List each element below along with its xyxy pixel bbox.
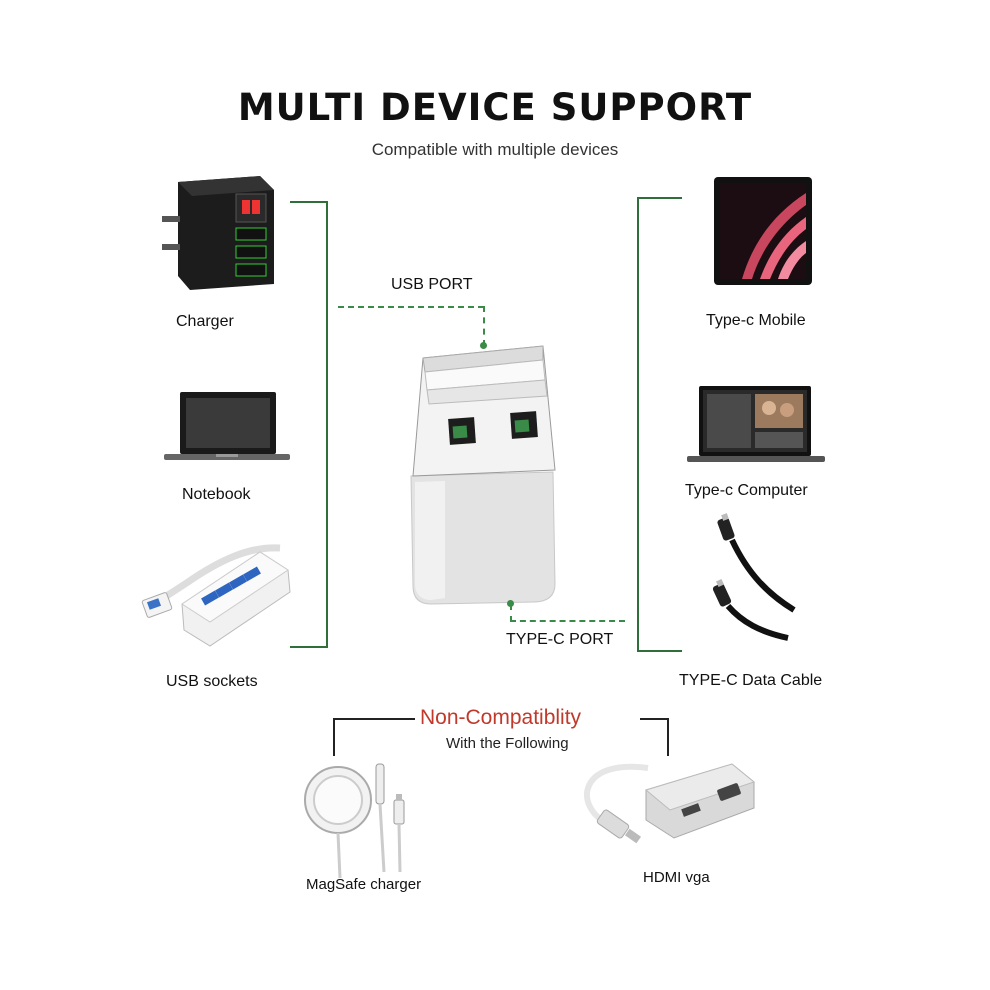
right-bracket-vertical	[637, 197, 639, 652]
left-bracket-top	[290, 201, 328, 203]
non-compat-bracket-right-vertical	[667, 718, 669, 756]
right-bracket-bottom	[637, 650, 682, 652]
hdmi-vga-adapter-icon	[578, 760, 758, 860]
non-compat-subtitle: With the Following	[446, 735, 569, 752]
device-label-type-c-data-cable: TYPE-C Data Cable	[679, 672, 823, 689]
laptop-display-icon	[687, 384, 825, 466]
left-bracket-vertical	[326, 201, 328, 648]
page-title: MULTI DEVICE SUPPORT	[237, 86, 753, 129]
usb-port-callout-dot	[480, 342, 487, 349]
right-bracket-top	[637, 197, 682, 199]
typec-port-label: TYPE-C PORT	[506, 631, 614, 648]
usb-hub-icon	[140, 530, 291, 650]
smartphone-icon	[712, 175, 814, 287]
non-compat-label-hdmi-vga: HDMI vga	[643, 869, 710, 886]
usb-port-label: USB PORT	[391, 276, 473, 293]
device-label-charger: Charger	[176, 313, 234, 330]
typec-port-callout-dot	[507, 600, 514, 607]
typec-port-callout-vertical	[510, 604, 512, 622]
device-label-type-c-mobile: Type-c Mobile	[706, 312, 806, 329]
left-bracket-bottom	[290, 646, 328, 648]
non-compat-bracket-left-vertical	[333, 718, 335, 756]
page-subtitle: Compatible with multiple devices	[371, 140, 619, 159]
non-compat-bracket-right-top	[640, 718, 669, 720]
device-label-notebook: Notebook	[182, 486, 251, 503]
wall-charger-icon	[150, 172, 280, 294]
usb-port-callout-horizontal	[338, 306, 484, 308]
usb-port-callout-vertical	[483, 306, 485, 346]
usb-c-cable-icon	[708, 513, 808, 646]
device-label-type-c-computer: Type-c Computer	[685, 482, 808, 499]
laptop-icon	[164, 390, 290, 462]
non-compat-title: Non-Compatiblity	[420, 706, 582, 729]
non-compat-label-magsafe: MagSafe charger	[306, 876, 422, 893]
usb-to-typec-adapter-image	[405, 340, 560, 608]
device-label-usb-sockets: USB sockets	[166, 673, 258, 690]
magsafe-charger-icon	[300, 760, 420, 879]
typec-port-callout-horizontal	[510, 620, 625, 622]
non-compat-bracket-left-top	[333, 718, 415, 720]
